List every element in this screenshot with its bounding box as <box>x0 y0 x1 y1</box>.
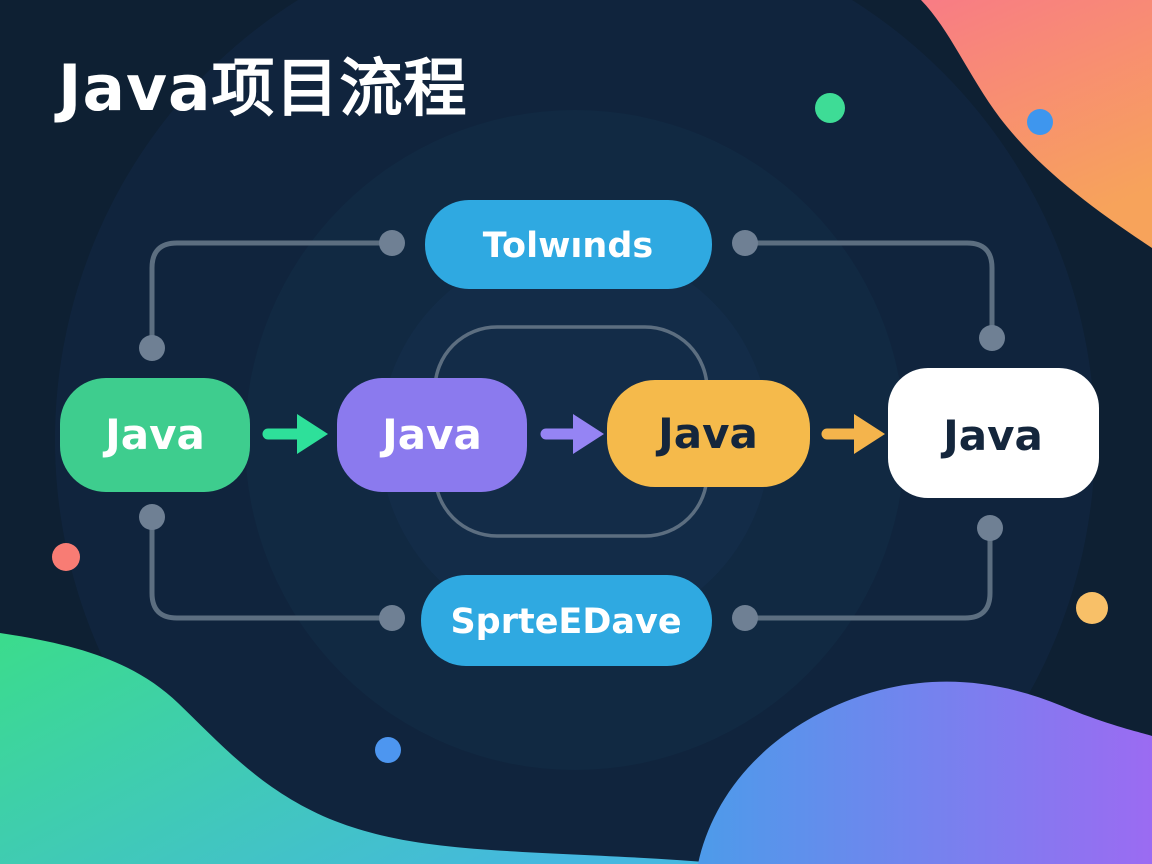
connector-dot <box>379 230 405 256</box>
arrow-right-icon <box>540 414 604 454</box>
connector-top-right <box>745 240 995 338</box>
node-top-pill <box>425 200 712 289</box>
connector-top-left <box>149 240 392 348</box>
teal-dot-icon <box>815 93 845 123</box>
flow-node-3-pill <box>607 380 810 487</box>
node-bottom-pill <box>421 575 712 666</box>
connector-bottom-right <box>745 528 993 621</box>
flow-node-4-pill <box>888 368 1099 498</box>
flow-node-2-pill <box>337 378 527 492</box>
flow-node-2-label: Java <box>379 410 482 459</box>
blue-dot-top-icon <box>1027 109 1053 135</box>
page-title: Java项目流程 <box>58 52 468 125</box>
arrow-3-head <box>854 414 885 454</box>
connector-bottom-left <box>149 517 392 621</box>
node-top-label: Tolwınds <box>483 226 653 266</box>
flow-node-1-pill <box>60 378 250 492</box>
flow-node-4-label: Java <box>940 411 1043 460</box>
flow-node-1: Java <box>60 378 250 492</box>
connector-lines <box>149 240 995 621</box>
node-top: Tolwınds <box>425 200 712 289</box>
node-bottom-label: SprteEDave <box>450 602 681 642</box>
blue-dot-bottom-icon <box>375 737 401 763</box>
arrow-1-head <box>297 414 328 454</box>
flow-node-3-label: Java <box>655 409 758 458</box>
connector-dot <box>732 605 758 631</box>
yellow-dot-icon <box>1076 592 1108 624</box>
connector-dot <box>732 230 758 256</box>
flow-node-2: Java <box>337 378 527 492</box>
arrow-right-icon <box>262 414 328 454</box>
connector-dots <box>139 230 1005 631</box>
connector-dot <box>979 325 1005 351</box>
connector-dot <box>379 605 405 631</box>
blob-bottom-left <box>0 633 730 864</box>
connector-dot <box>139 335 165 361</box>
node-bottom: SprteEDave <box>421 575 712 666</box>
connector-dot <box>139 504 165 530</box>
connector-dot <box>977 515 1003 541</box>
arrow-right-icon <box>821 414 885 454</box>
flow-node-1-label: Java <box>102 410 205 459</box>
flow-node-4: Java <box>888 368 1099 498</box>
red-dot-icon <box>52 543 80 571</box>
arrow-2-head <box>573 414 604 454</box>
flow-node-3: Java <box>607 380 810 487</box>
blob-bottom-right <box>698 681 1152 864</box>
